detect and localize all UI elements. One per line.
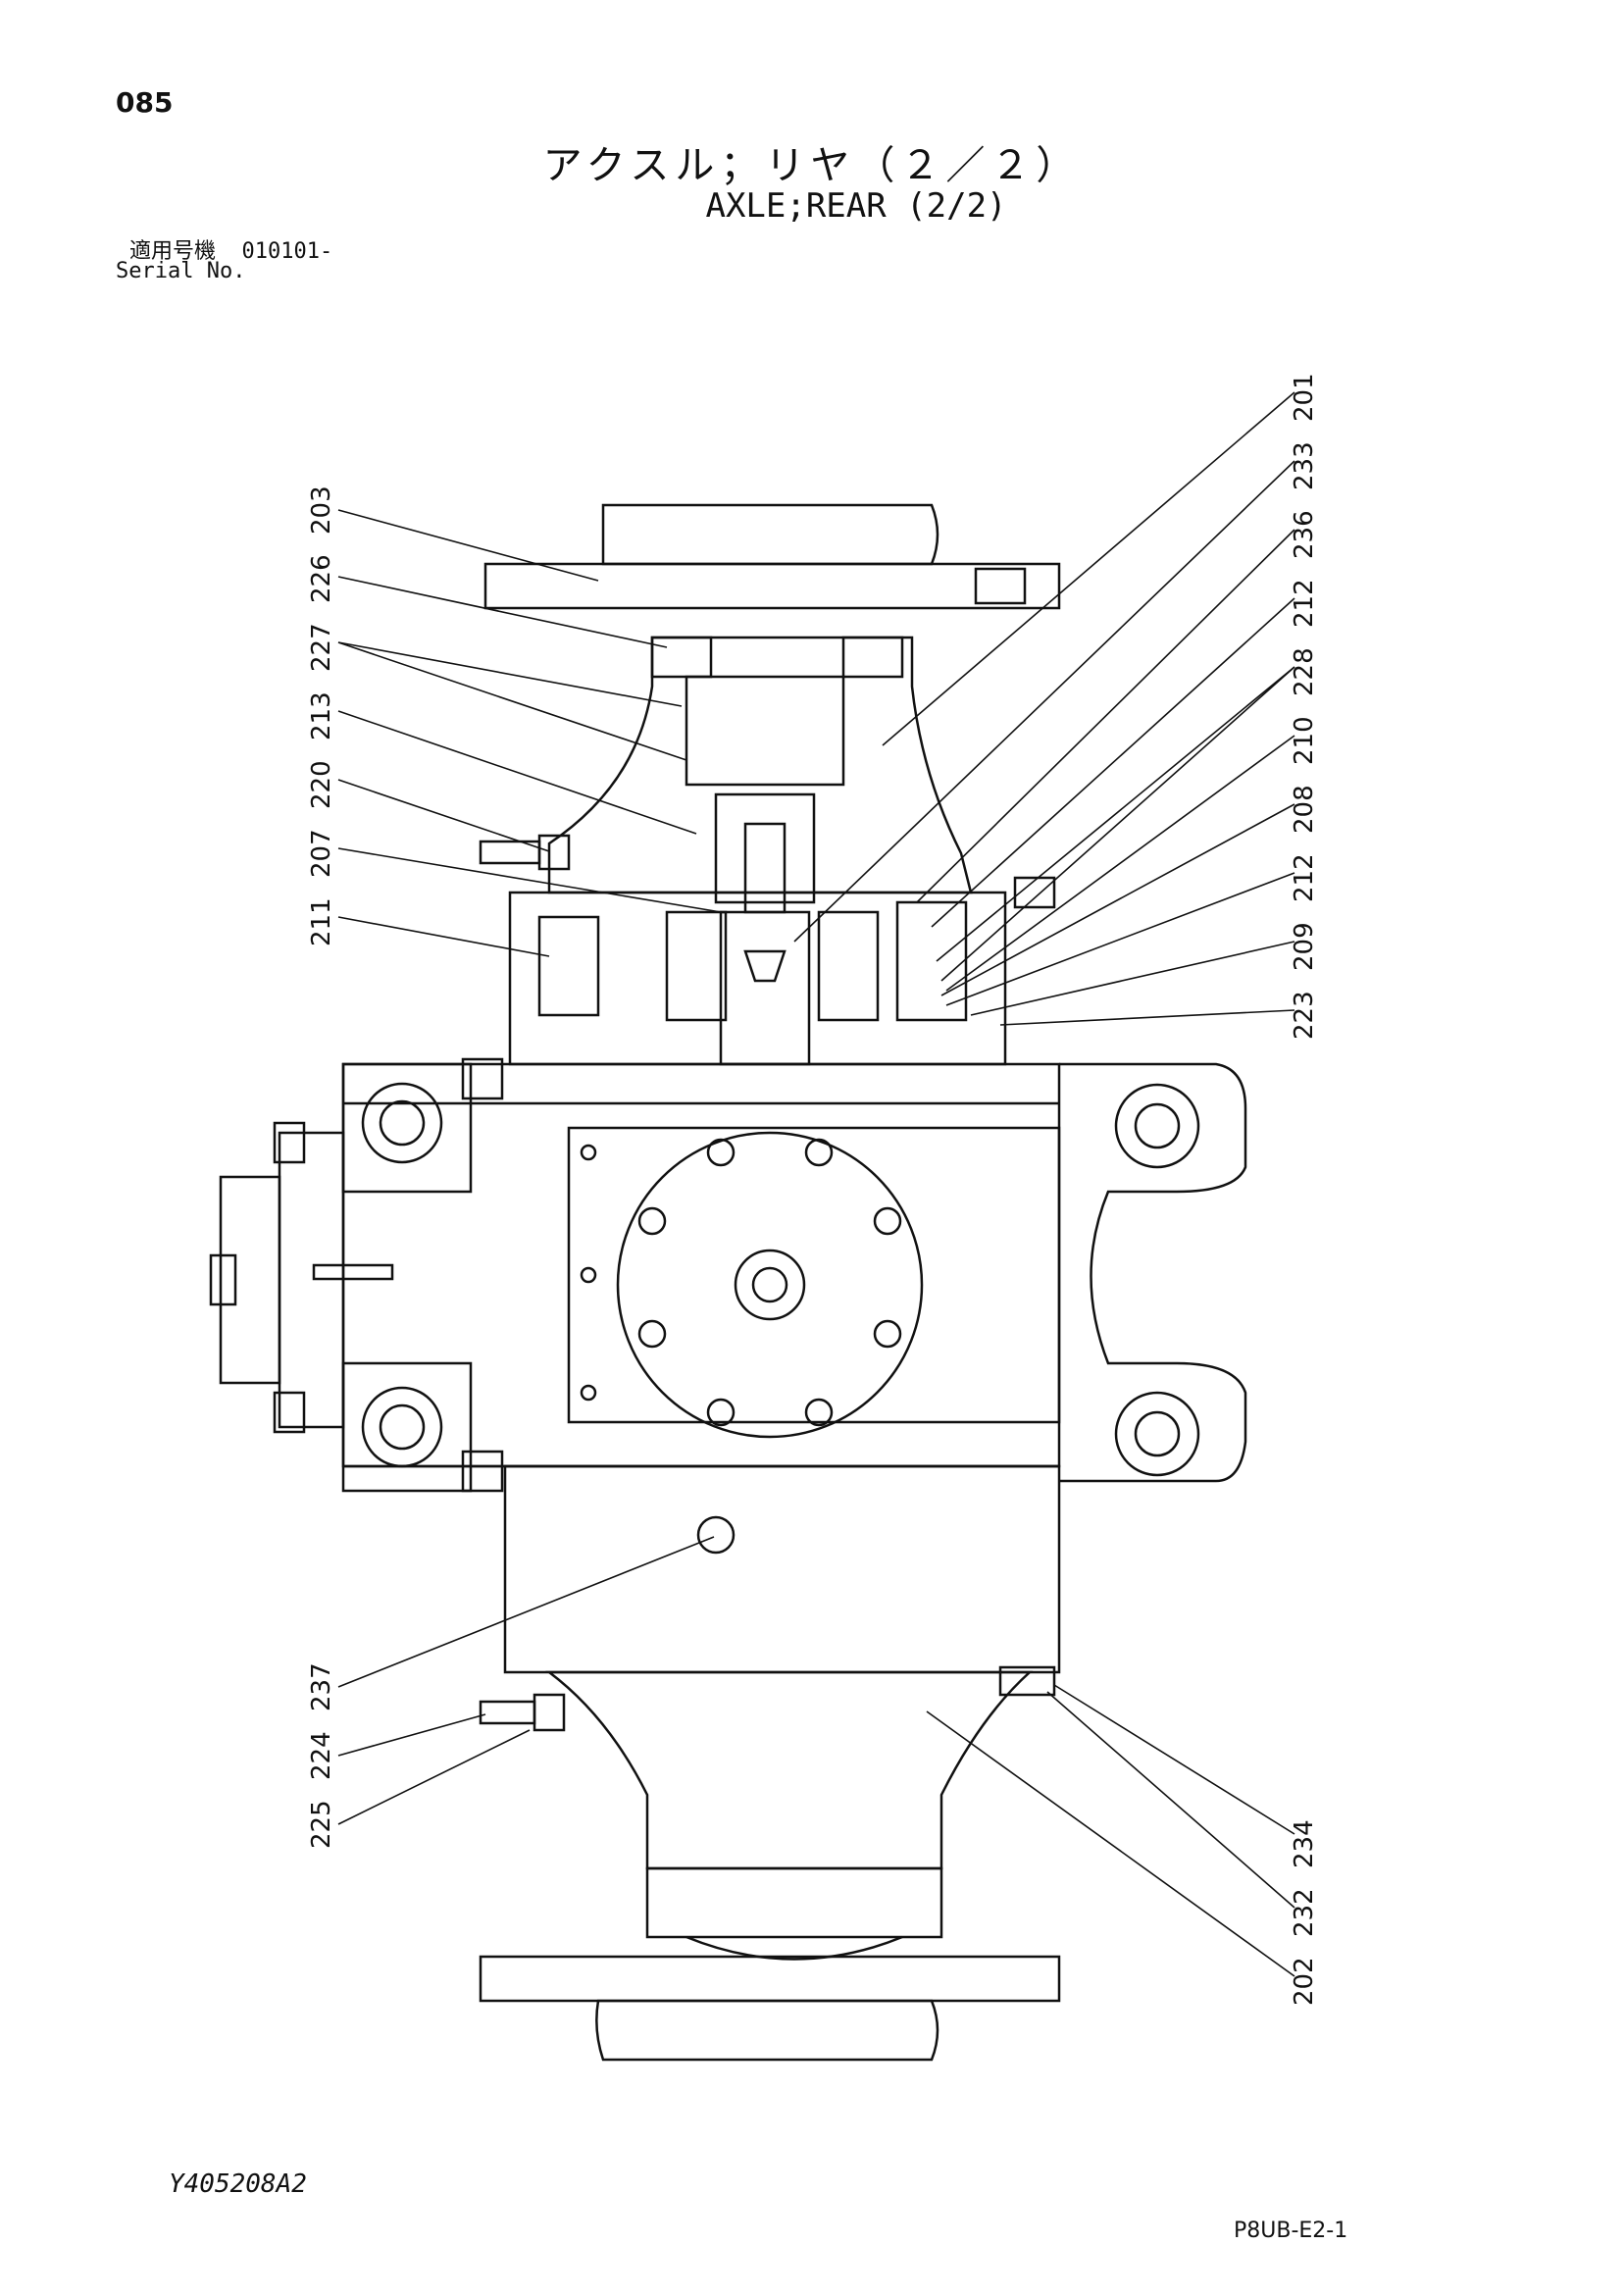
callout-202: 202 bbox=[1290, 1957, 1319, 2006]
callout-228: 228 bbox=[1290, 647, 1319, 696]
title-english: AXLE;REAR (2/2) bbox=[705, 186, 1007, 226]
axle-body bbox=[209, 503, 1247, 2062]
serial-label-english: Serial No. bbox=[116, 259, 246, 283]
callout-232: 232 bbox=[1290, 1888, 1319, 1937]
callout-201: 201 bbox=[1290, 373, 1319, 422]
callout-237: 237 bbox=[307, 1662, 336, 1711]
callout-210: 210 bbox=[1290, 716, 1319, 765]
callout-220: 220 bbox=[307, 760, 336, 809]
callout-211: 211 bbox=[307, 897, 336, 946]
callout-207: 207 bbox=[307, 829, 336, 878]
serial-line: 適用号機 010101- bbox=[129, 233, 332, 265]
title-japanese: アクスル；リヤ（２／２） bbox=[542, 143, 1082, 188]
callout-227: 227 bbox=[307, 623, 336, 672]
callout-208: 208 bbox=[1290, 785, 1319, 834]
callout-212-b: 212 bbox=[1290, 853, 1319, 902]
callout-226: 226 bbox=[307, 554, 336, 603]
callout-212-a: 212 bbox=[1290, 579, 1319, 628]
callout-236: 236 bbox=[1290, 510, 1319, 559]
callout-203: 203 bbox=[307, 485, 336, 535]
leader-lines bbox=[337, 391, 1295, 1977]
left-callouts: 203 226 227 213 220 207 211 bbox=[307, 485, 336, 946]
bottom-right-callouts: 234 232 202 bbox=[1290, 1819, 1319, 2006]
page-code: P8UB-E2-1 bbox=[1234, 2219, 1348, 2243]
document-code: Y405208A2 bbox=[169, 2169, 307, 2199]
callout-234: 234 bbox=[1290, 1819, 1319, 1868]
callout-223: 223 bbox=[1290, 991, 1319, 1040]
callout-225: 225 bbox=[307, 1800, 336, 1849]
callout-209: 209 bbox=[1290, 922, 1319, 971]
serial-value: 010101- bbox=[241, 239, 333, 264]
callout-224: 224 bbox=[307, 1731, 336, 1780]
right-callouts: 201 233 236 212 228 210 208 212 209 223 bbox=[1290, 373, 1319, 1040]
callout-213: 213 bbox=[307, 691, 336, 740]
callout-233: 233 bbox=[1290, 441, 1319, 490]
serial-label-japanese: 適用号機 bbox=[129, 239, 217, 264]
page-number: 085 bbox=[116, 86, 174, 119]
bottom-left-callouts: 237 224 225 bbox=[307, 1662, 336, 1849]
